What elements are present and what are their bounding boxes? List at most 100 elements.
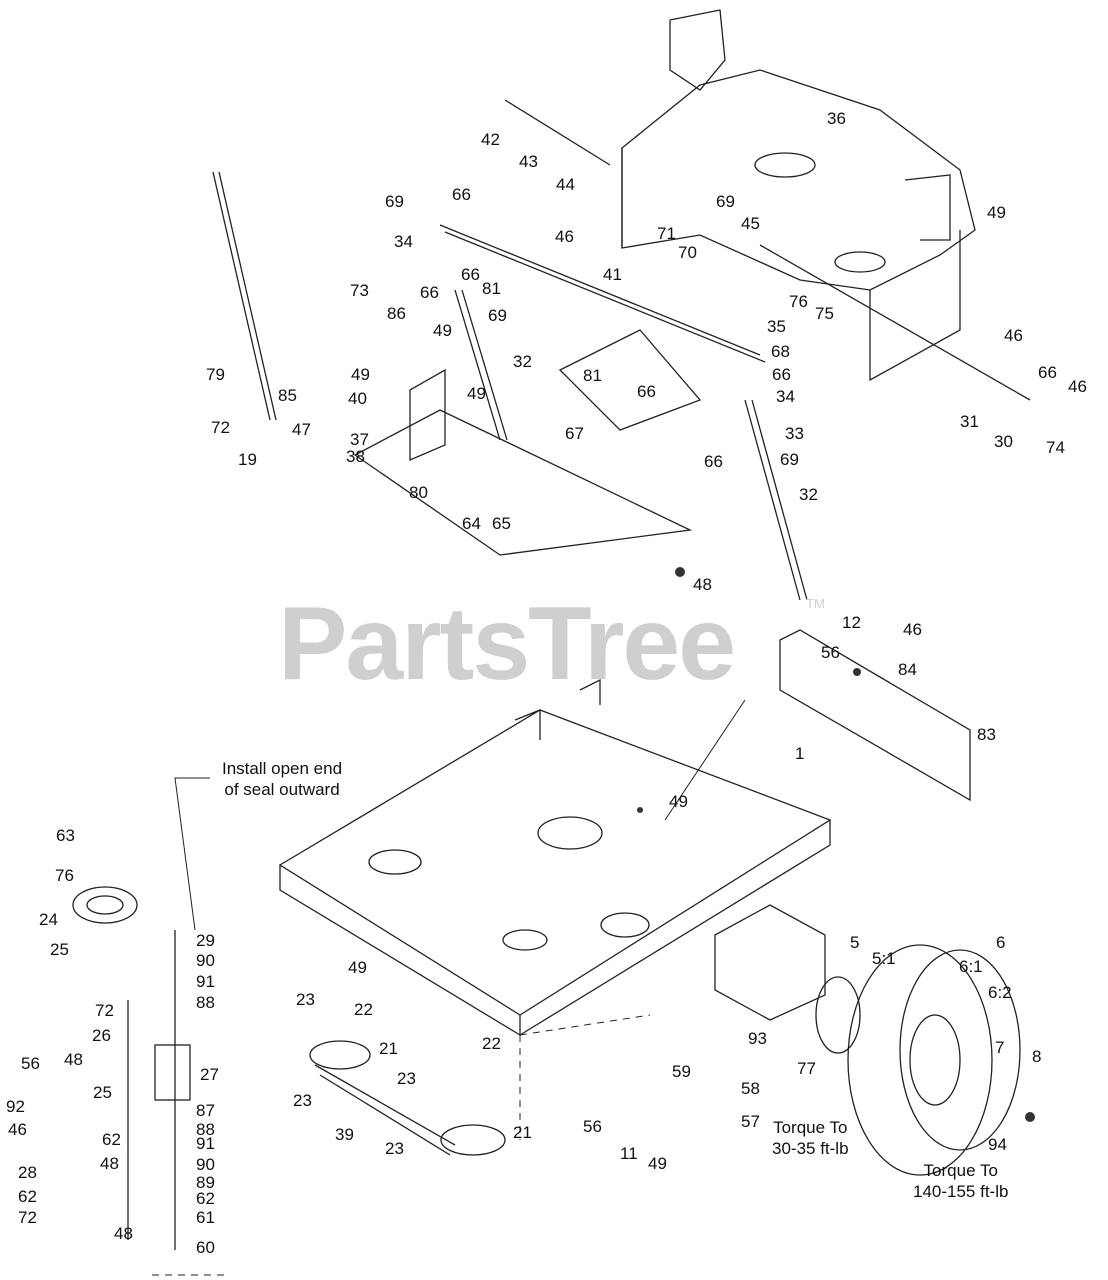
callout-92[interactable]: 92 <box>6 1097 25 1116</box>
callout-77[interactable]: 77 <box>797 1059 816 1078</box>
callout-30[interactable]: 30 <box>994 432 1013 451</box>
callout-28[interactable]: 28 <box>18 1163 37 1182</box>
callout-89[interactable]: 89 <box>196 1173 215 1192</box>
callout-64[interactable]: 64 <box>462 514 481 533</box>
callout-47[interactable]: 47 <box>292 420 311 439</box>
callout-91-a[interactable]: 91 <box>196 972 215 991</box>
callout-93[interactable]: 93 <box>748 1029 767 1048</box>
callout-31[interactable]: 31 <box>960 412 979 431</box>
callout-90-b[interactable]: 90 <box>196 1155 215 1174</box>
callout-45[interactable]: 45 <box>741 214 760 233</box>
callout-21-b[interactable]: 21 <box>513 1123 532 1142</box>
callout-49-a[interactable]: 49 <box>987 203 1006 222</box>
callout-22-a[interactable]: 22 <box>354 1000 373 1019</box>
callout-19[interactable]: 19 <box>238 450 257 469</box>
callout-87[interactable]: 87 <box>196 1101 215 1120</box>
callout-69-b[interactable]: 69 <box>716 192 735 211</box>
callout-66-a[interactable]: 66 <box>452 185 471 204</box>
callout-56-b[interactable]: 56 <box>21 1054 40 1073</box>
callout-11[interactable]: 11 <box>620 1144 638 1163</box>
callout-37[interactable]: 37 <box>350 430 369 449</box>
callout-32-b[interactable]: 32 <box>799 485 818 504</box>
callout-66-c[interactable]: 66 <box>420 283 439 302</box>
callout-76-a[interactable]: 76 <box>789 292 808 311</box>
callout-21-a[interactable]: 21 <box>379 1039 398 1058</box>
callout-48-d[interactable]: 48 <box>114 1224 133 1243</box>
callout-8[interactable]: 8 <box>1032 1047 1042 1066</box>
callout-29[interactable]: 29 <box>196 931 215 950</box>
callout-72-a[interactable]: 72 <box>211 418 230 437</box>
callout-56-c[interactable]: 56 <box>583 1117 602 1136</box>
callout-48-c[interactable]: 48 <box>100 1154 119 1173</box>
callout-66-g[interactable]: 66 <box>704 452 723 471</box>
callout-56-a[interactable]: 56 <box>821 643 840 662</box>
callout-48-a[interactable]: 48 <box>693 575 712 594</box>
callout-49-g[interactable]: 49 <box>648 1154 667 1173</box>
callout-43[interactable]: 43 <box>519 152 538 171</box>
callout-81-b[interactable]: 81 <box>583 366 602 385</box>
callout-80[interactable]: 80 <box>409 483 428 502</box>
callout-6[interactable]: 6 <box>996 933 1006 952</box>
callout-58[interactable]: 58 <box>741 1079 760 1098</box>
callout-49-b[interactable]: 49 <box>433 321 452 340</box>
callout-46-a[interactable]: 46 <box>555 227 574 246</box>
callout-23-d[interactable]: 23 <box>385 1139 404 1158</box>
callout-24[interactable]: 24 <box>39 910 58 929</box>
callout-46-d[interactable]: 46 <box>903 620 922 639</box>
callout-40[interactable]: 40 <box>348 389 367 408</box>
callout-65[interactable]: 65 <box>492 514 511 533</box>
callout-86[interactable]: 86 <box>387 304 406 323</box>
callout-32-a[interactable]: 32 <box>513 352 532 371</box>
callout-72-b[interactable]: 72 <box>95 1001 114 1020</box>
callout-67[interactable]: 67 <box>565 424 584 443</box>
callout-66-d[interactable]: 66 <box>772 365 791 384</box>
callout-49-c[interactable]: 49 <box>351 365 370 384</box>
callout-94[interactable]: 94 <box>988 1135 1007 1154</box>
callout-12[interactable]: 12 <box>842 613 861 632</box>
callout-88-a[interactable]: 88 <box>196 993 215 1012</box>
callout-36[interactable]: 36 <box>827 109 846 128</box>
callout-33[interactable]: 33 <box>785 424 804 443</box>
callout-46-e[interactable]: 46 <box>8 1120 27 1139</box>
callout-23-c[interactable]: 23 <box>397 1069 416 1088</box>
callout-81-a[interactable]: 81 <box>482 279 501 298</box>
callout-27[interactable]: 27 <box>200 1065 219 1084</box>
callout-62-c[interactable]: 62 <box>196 1189 215 1208</box>
callout-68[interactable]: 68 <box>771 342 790 361</box>
callout-79[interactable]: 79 <box>206 365 225 384</box>
callout-75[interactable]: 75 <box>815 304 834 323</box>
callout-23-a[interactable]: 23 <box>296 990 315 1009</box>
callout-57[interactable]: 57 <box>741 1112 760 1131</box>
callout-46-c[interactable]: 46 <box>1068 377 1087 396</box>
callout-59[interactable]: 59 <box>672 1062 691 1081</box>
callout-71[interactable]: 71 <box>657 224 676 243</box>
callout-70[interactable]: 70 <box>678 243 697 262</box>
callout-49-f[interactable]: 49 <box>348 958 367 977</box>
callout-44[interactable]: 44 <box>556 175 575 194</box>
callout-38[interactable]: 38 <box>346 447 365 466</box>
callout-69-c[interactable]: 69 <box>488 306 507 325</box>
callout-48-b[interactable]: 48 <box>64 1050 83 1069</box>
callout-22-b[interactable]: 22 <box>482 1034 501 1053</box>
callout-25-a[interactable]: 25 <box>50 940 69 959</box>
callout-73[interactable]: 73 <box>350 281 369 300</box>
callout-34-b[interactable]: 34 <box>776 387 795 406</box>
callout-84[interactable]: 84 <box>898 660 917 679</box>
callout-66-b[interactable]: 66 <box>461 265 480 284</box>
callout-76-b[interactable]: 76 <box>55 866 74 885</box>
callout-6-2[interactable]: 6:2 <box>988 983 1012 1002</box>
callout-72-c[interactable]: 72 <box>18 1208 37 1227</box>
callout-62-b[interactable]: 62 <box>18 1187 37 1206</box>
callout-62-a[interactable]: 62 <box>102 1130 121 1149</box>
callout-46-b[interactable]: 46 <box>1004 326 1023 345</box>
callout-39[interactable]: 39 <box>335 1125 354 1144</box>
callout-69-d[interactable]: 69 <box>780 450 799 469</box>
callout-25-b[interactable]: 25 <box>93 1083 112 1102</box>
callout-1[interactable]: 1 <box>795 744 805 763</box>
callout-61[interactable]: 61 <box>196 1208 215 1227</box>
callout-6-1[interactable]: 6:1 <box>959 957 983 976</box>
callout-35[interactable]: 35 <box>767 317 786 336</box>
callout-63[interactable]: 63 <box>56 826 75 845</box>
callout-60[interactable]: 60 <box>196 1238 215 1257</box>
callout-5-1[interactable]: 5:1 <box>872 949 896 968</box>
